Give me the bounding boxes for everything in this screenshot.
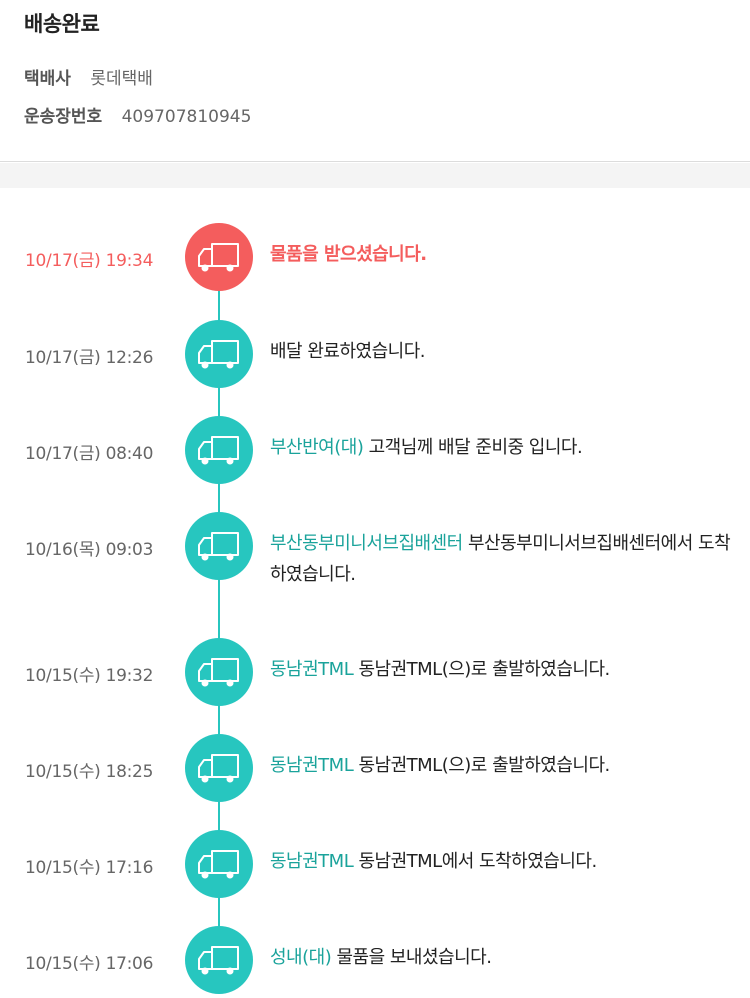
event-description: 부산반여(대) 고객님께 배달 준비중 입니다. (270, 432, 735, 463)
event-time: 10/17(금) 12:26 (25, 348, 154, 368)
delivery-header: 배송완료 택배사 롯데택배 운송장번호 409707810945 (0, 0, 750, 162)
event-description: 동남권TML 동남권TML(으)로 출발하였습니다. (270, 750, 735, 781)
event-message: 동남권TML(으)로 출발하였습니다. (358, 659, 610, 680)
event-location: 동남권TML (270, 755, 354, 776)
event-location: 동남권TML (270, 659, 354, 680)
event-description: 물품을 받으셨습니다. (270, 239, 735, 270)
event-time: 10/15(수) 17:16 (25, 858, 154, 878)
event-status-circle (185, 734, 253, 802)
event-status-circle (185, 223, 253, 291)
event-status-circle (185, 512, 253, 580)
event-time: 10/15(수) 18:25 (25, 762, 154, 782)
event-message: 동남권TML(으)로 출발하였습니다. (358, 755, 610, 776)
event-description: 성내(대) 물품을 보내셨습니다. (270, 942, 735, 973)
event-description: 배달 완료하였습니다. (270, 336, 735, 367)
event-time: 10/16(목) 09:03 (25, 540, 154, 560)
event-description: 동남권TML 동남권TML(으)로 출발하였습니다. (270, 654, 735, 685)
truck-icon (196, 945, 242, 975)
tracking-number: 409707810945 (121, 107, 252, 127)
event-time: 10/17(금) 08:40 (25, 444, 154, 464)
event-description: 부산동부미니서브집배센터 부산동부미니서브집배센터에서 도착하였습니다. (270, 528, 735, 590)
truck-icon (196, 849, 242, 879)
truck-icon (196, 753, 242, 783)
event-location: 부산동부미니서브집배센터 (270, 533, 463, 554)
event-message: 고객님께 배달 준비중 입니다. (368, 437, 583, 458)
event-location: 동남권TML (270, 851, 354, 872)
event-message: 배달 완료하였습니다. (270, 341, 425, 362)
event-description: 동남권TML 동남권TML에서 도착하였습니다. (270, 846, 735, 877)
courier-value: 롯데택배 (90, 69, 153, 89)
event-status-circle (185, 926, 253, 994)
event-status-circle (185, 416, 253, 484)
tracking-row: 운송장번호 409707810945 (24, 102, 251, 127)
event-message: 부산동부미니서브집배센터에서 도착하였습니다. (270, 533, 731, 585)
truck-icon (196, 435, 242, 465)
truck-icon (196, 242, 242, 272)
event-location: 부산반여(대) (270, 437, 364, 458)
event-message: 물품을 받으셨습니다. (270, 244, 427, 265)
truck-icon (196, 657, 242, 687)
tracking-timeline: 10/17(금) 19:34 물품을 받으셨습니다. 10/17(금) 12:26 배… (0, 188, 750, 998)
courier-row: 택배사 롯데택배 (24, 64, 153, 89)
tracking-label: 운송장번호 (24, 107, 103, 127)
event-message: 물품을 보내셨습니다. (336, 947, 492, 968)
event-status-circle (185, 320, 253, 388)
timeline-line (218, 258, 220, 988)
courier-label: 택배사 (24, 69, 71, 89)
delivery-status-title: 배송완료 (24, 12, 100, 36)
truck-icon (196, 531, 242, 561)
event-time: 10/17(금) 19:34 (25, 251, 154, 271)
event-time: 10/15(수) 17:06 (25, 954, 154, 974)
event-status-circle (185, 830, 253, 898)
event-status-circle (185, 638, 253, 706)
event-message: 동남권TML에서 도착하였습니다. (358, 851, 597, 872)
truck-icon (196, 339, 242, 369)
event-time: 10/15(수) 19:32 (25, 666, 154, 686)
section-divider (0, 163, 750, 188)
event-location: 성내(대) (270, 947, 332, 968)
